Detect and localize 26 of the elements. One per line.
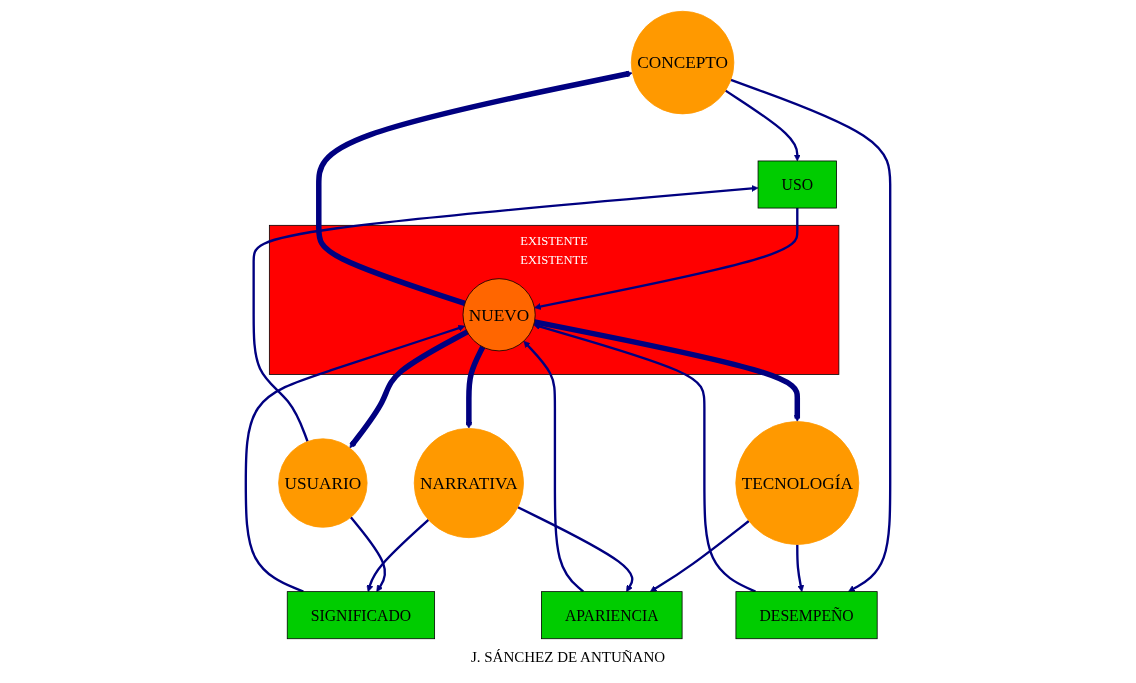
author-credit: J. SÁNCHEZ DE ANTUÑANO bbox=[470, 649, 666, 665]
arrow bbox=[796, 544, 805, 592]
node-circle: NARRATIVA bbox=[413, 427, 524, 538]
arrow bbox=[533, 318, 801, 422]
node-box: DESEMPEÑO bbox=[735, 590, 878, 639]
node-circle: USUARIO bbox=[278, 437, 368, 528]
arrow bbox=[523, 340, 585, 593]
arrow bbox=[534, 207, 799, 310]
arrow bbox=[465, 345, 486, 429]
arrow bbox=[517, 505, 634, 592]
node-circle: NUEVO bbox=[462, 277, 536, 351]
node-circle: TECNOLOGÍA bbox=[735, 420, 860, 545]
arrow bbox=[730, 78, 892, 592]
arrow bbox=[244, 324, 466, 593]
node-circle: CONCEPTO bbox=[630, 10, 735, 114]
arrow bbox=[649, 519, 750, 592]
arrow bbox=[316, 70, 633, 306]
node-box: SIGNIFICADO bbox=[286, 590, 435, 639]
arrow bbox=[366, 518, 430, 592]
arrow bbox=[533, 322, 756, 593]
arrow bbox=[349, 328, 469, 448]
arrow bbox=[349, 516, 387, 592]
arrow bbox=[724, 89, 801, 161]
node-box: APARIENCIA bbox=[541, 590, 683, 639]
node-box: USO bbox=[757, 160, 837, 208]
arrow bbox=[252, 184, 759, 442]
